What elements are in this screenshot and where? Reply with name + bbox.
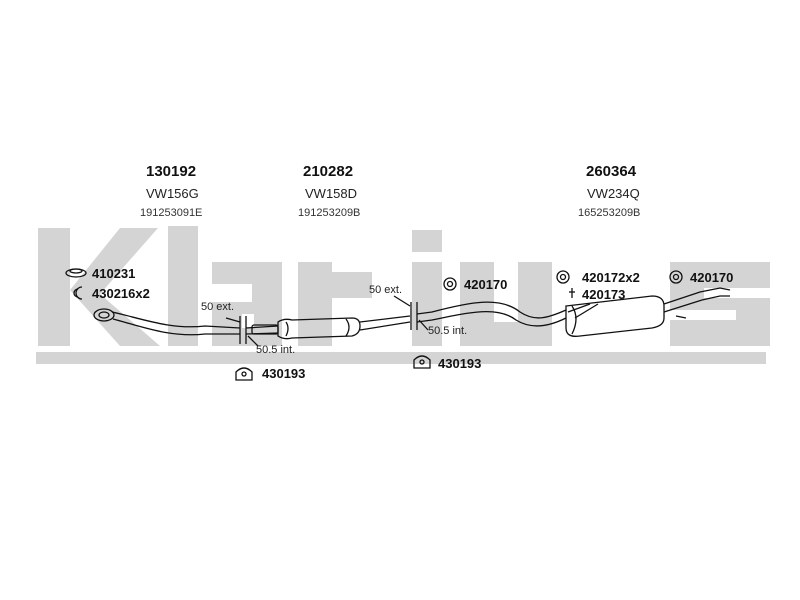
section-rear-code: VW234Q — [587, 186, 640, 201]
hanger-tail-icon — [669, 270, 683, 284]
annotation-int-middle: 50.5 int. — [428, 325, 468, 337]
section-middle-code: VW158D — [305, 186, 358, 201]
section-rear-oem: 165253209B — [578, 207, 641, 219]
part-hanger-tail-label: 420170 — [690, 270, 734, 285]
hanger-rear-small-icon — [569, 288, 575, 298]
middle-silencer-shape — [245, 315, 411, 340]
hanger-middle-icon — [443, 277, 457, 291]
part-clamp-label: 430216x2 — [92, 286, 150, 301]
part-hanger-rear-small-label: 420173 — [582, 287, 626, 302]
joint-middle-shape — [393, 295, 429, 331]
section-front-oem: 191253091E — [140, 207, 203, 219]
rear-silencer-shape — [416, 287, 731, 337]
mount-left-icon — [235, 367, 253, 381]
annotation-ext-middle: 50 ext. — [369, 284, 403, 296]
part-hanger-middle-label: 420170 — [464, 277, 508, 292]
front-pipe-shape — [93, 308, 241, 336]
section-middle-number: 210282 — [303, 163, 354, 180]
section-rear-number: 260364 — [586, 163, 637, 180]
part-mount-left-label: 430193 — [262, 366, 306, 381]
clamp-icon — [73, 286, 83, 300]
ring-seal-icon — [65, 268, 87, 278]
section-middle-oem: 191253209B — [298, 207, 361, 219]
annotation-int-left: 50.5 int. — [256, 344, 296, 356]
annotation-ext-left: 50 ext. — [201, 301, 235, 313]
part-mount-middle-label: 430193 — [438, 356, 482, 371]
part-hanger-pair-label: 420172x2 — [582, 270, 640, 285]
hanger-pair-icon — [556, 270, 570, 284]
section-front-code: VW156G — [146, 186, 199, 201]
mount-middle-icon — [413, 355, 431, 369]
joint-left-shape — [225, 316, 259, 347]
part-ring-seal-label: 410231 — [92, 266, 136, 281]
section-front-number: 130192 — [146, 163, 197, 180]
